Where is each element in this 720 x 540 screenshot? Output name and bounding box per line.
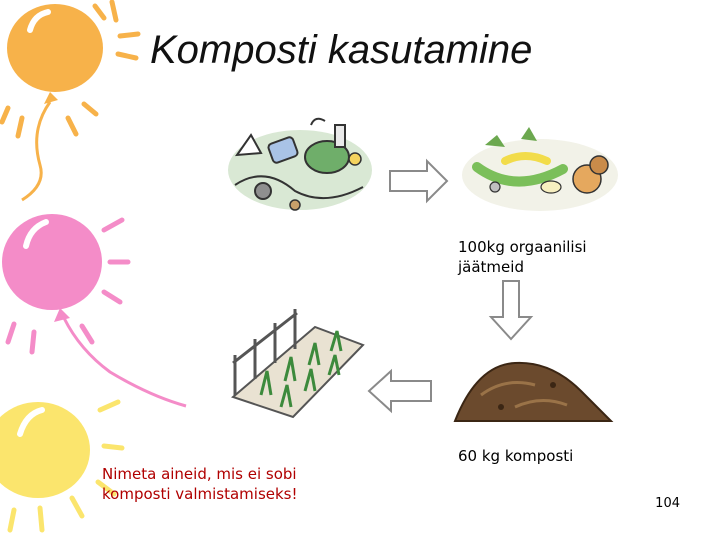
slide-title: Komposti kasutamine bbox=[150, 28, 533, 72]
composting-cycle-illustration bbox=[228, 117, 618, 422]
question-text: Nimeta aineid, mis ei sobi komposti valm… bbox=[102, 465, 298, 503]
garden-bed-icon bbox=[231, 309, 365, 419]
arrow-right-icon bbox=[389, 158, 449, 204]
page-number: 104 bbox=[655, 496, 680, 511]
compost-heap-icon bbox=[453, 361, 614, 422]
organic-waste-label: 100kg orgaanilisi jäätmeid bbox=[458, 238, 587, 276]
balloon-decoration bbox=[0, 0, 187, 533]
pink-balloon-icon bbox=[2, 214, 187, 408]
arrow-left-icon bbox=[367, 368, 432, 414]
yellow-balloon-icon bbox=[0, 399, 125, 533]
arrow-down-icon bbox=[488, 280, 534, 341]
orange-balloon-icon bbox=[0, 0, 141, 202]
food-scraps-icon bbox=[462, 127, 618, 211]
waste-pile-icon bbox=[228, 117, 372, 211]
compost-amount-label: 60 kg komposti bbox=[458, 447, 574, 465]
